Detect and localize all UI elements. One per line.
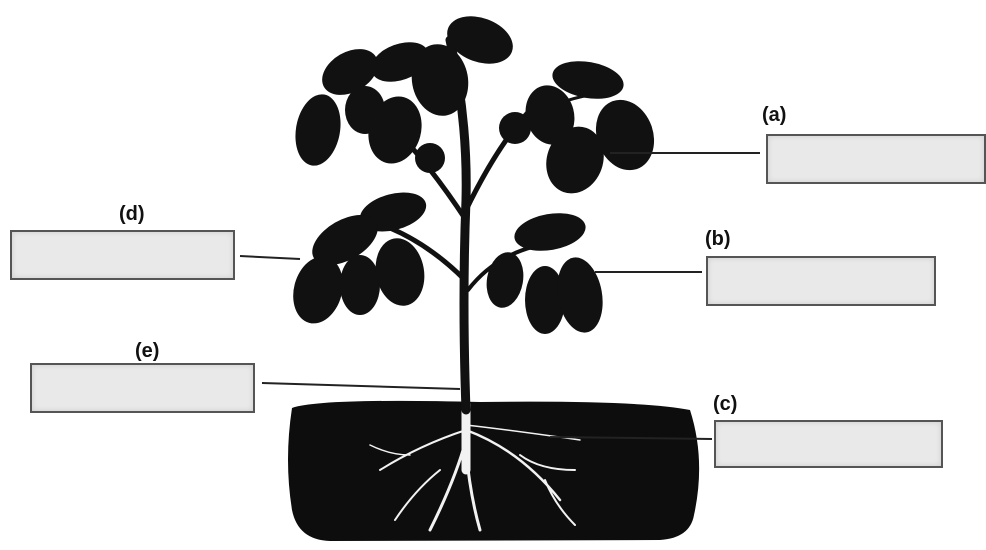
answer-box-b[interactable] [706,256,936,306]
answer-box-e[interactable] [30,363,255,413]
label-b: (b) [705,228,731,251]
answer-box-c[interactable] [714,420,943,468]
answer-box-d[interactable] [10,230,235,280]
leader-line-e [262,383,460,389]
label-c: (c) [713,393,737,416]
leaves [286,8,664,337]
leader-line-d [240,256,300,259]
label-e: (e) [135,340,159,363]
label-a: (a) [762,104,786,127]
soil [288,401,699,541]
answer-box-a[interactable] [766,134,986,184]
label-d: (d) [119,203,145,226]
